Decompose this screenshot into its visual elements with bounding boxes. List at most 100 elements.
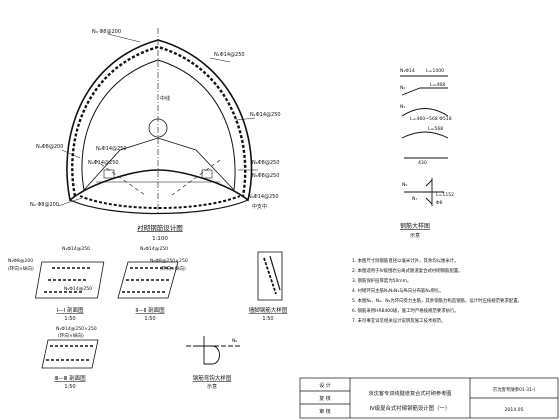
hook-detail-drawing — [186, 336, 240, 365]
title-project: 京沈客专双线隧道复合式衬砌参考图 — [368, 389, 451, 397]
section-2-labels: N₁Φ14@250 N₆Φ8@250×250 (环向×纵向) — [140, 246, 188, 272]
leader-n4-top — [107, 33, 141, 43]
section-2-scale: 1:50 — [144, 316, 155, 322]
note-item-5: 6. 钢筋采用HRB400级，施工时严格按规范要求执行。 — [352, 307, 459, 314]
note-item-1: 2. 本图适用于Ⅳ级围岩分离式隧道复合式衬砌钢筋配置。 — [352, 267, 463, 274]
leader-n4-left — [61, 149, 81, 159]
bar-label-1: N₂ — [400, 85, 405, 91]
label-n4-left: N₄Φ8@200 — [36, 144, 63, 150]
label-n2-left: N₂Φ14@250 — [96, 146, 127, 152]
section-2-caption: Ⅱ—Ⅱ 剖面图 — [135, 306, 165, 314]
bar-label-6: N₇ — [412, 196, 417, 202]
main-section-scale: 1:100 — [152, 236, 168, 242]
edge-detail-drawing — [257, 251, 283, 301]
edge-detail-bar-2 — [269, 255, 281, 291]
bar-label-5: N₅ — [402, 182, 407, 188]
section-2-drawing — [117, 261, 179, 299]
edge-detail-caption: 墙脚钢筋大样图 — [249, 306, 288, 314]
section-2-label-c: (环向×纵向) — [160, 265, 186, 272]
title-review-label: 审 核 — [319, 408, 331, 415]
bar-dim-5: L=1152 — [436, 192, 454, 198]
section-2-label-b: N₆Φ8@250×250 — [150, 258, 188, 264]
hook-detail-note: 示意 — [207, 383, 217, 390]
section-3-scale: 1:50 — [64, 384, 75, 390]
bar-n7-stirrup — [425, 179, 433, 205]
label-n3-right: N₃Φ14@250 — [248, 194, 279, 200]
bar-dim-2: L=460~568 Φ518 — [410, 116, 452, 122]
bar-n3b — [401, 131, 449, 139]
section-1-labels: N₁Φ14@250 N₄Φ8@200 (环向×纵向) N₅Φ14@250 — [8, 246, 92, 292]
label-n6-right2: N₆Φ8@250 — [252, 173, 279, 179]
note-item-0: 1. 本图尺寸除钢筋直径以毫米计外，其余均以厘米计。 — [352, 257, 459, 264]
section-3-label-b: (环向×纵向) — [58, 332, 84, 339]
tunnel-labels: N₄ Φ8@200 N₁Φ14@250 N₁Φ14@250 N₆Φ8@250 N… — [30, 29, 281, 210]
title-design-label: 设 计 — [319, 382, 331, 389]
invert-outline — [69, 199, 249, 215]
section-1-scale: 1:50 — [64, 316, 75, 322]
label-n1-right: N₁Φ14@250 — [250, 112, 281, 118]
edge-detail-outline — [257, 251, 283, 301]
title-date: 2014.05 — [505, 407, 524, 413]
title-block — [299, 377, 559, 419]
section-line-right — [171, 159, 221, 196]
section-1-label-d: (环向×纵向) — [8, 265, 34, 272]
bar-schedule-caption: 钢筋大样图 — [400, 222, 430, 230]
label-axis-mark: 中线 — [160, 95, 170, 102]
note-item-2: 3. 钢筋保护层厚度为50mm。 — [352, 277, 411, 284]
leader-n1-top — [209, 57, 231, 63]
note-item-4: 5. 本图N₁、N₂、N₃为环向受力主筋，其余钢筋为构造钢筋，设计时应按规范要求… — [352, 297, 522, 304]
bar-dim-6: Φ6 — [436, 200, 443, 206]
label-center-mark: 中支中 — [252, 203, 267, 210]
section-3-labels: N₁Φ14@250×250 (环向×纵向) — [56, 326, 97, 339]
drainage-pipe — [148, 118, 168, 138]
drain-box-right — [201, 169, 213, 179]
leader-n4-lower — [57, 197, 83, 207]
section-3-drawing — [41, 339, 99, 369]
section-3-caption: Ⅲ—Ⅲ 剖面图 — [54, 374, 86, 382]
main-section-caption: 衬砌钢筋设计图 — [137, 223, 183, 232]
bar-n3 — [401, 108, 449, 117]
note-item-6: 7. 未尽事宜详见相关设计说明及施工技术规范。 — [352, 317, 445, 324]
rebar-ring — [71, 45, 247, 197]
bar-dim-0: L=1000 — [426, 68, 444, 74]
design-notes: 1. 本图尺寸除钢筋直径以毫米计外，其余均以厘米计。 2. 本图适用于Ⅳ级围岩分… — [352, 257, 522, 324]
bar-dim-4: 430 — [418, 160, 427, 166]
section-2-label-a: N₁Φ14@250 — [140, 246, 168, 252]
bar-label-0: N₁Φ14 — [400, 68, 415, 74]
bar-schedule-note: 示意 — [410, 232, 420, 239]
section-2-outline — [117, 261, 179, 299]
bar-dim-1: L=468 — [430, 82, 445, 88]
label-n4-top: N₄ Φ8@200 — [92, 29, 121, 35]
label-n4-lower: N₄ Φ8@200 — [30, 202, 59, 208]
bar-dim-3: L=568 — [428, 126, 443, 132]
title-drawing-no: 京沈客专隧参01-31-( — [493, 386, 536, 393]
hook-detail-caption: 钢筋弯钩大样图 — [193, 374, 232, 382]
hook-detail-label: N₆ — [232, 338, 237, 344]
note-item-3: 4. 衬砌环向主筋N₁N₂N₃与纵向分布筋N₄绑扎。 — [352, 287, 444, 294]
label-n6-right: N₆Φ8@250 — [252, 160, 279, 166]
hook-detail-bar — [194, 336, 220, 365]
section-1-outline — [34, 261, 105, 299]
section-1-label-a: N₁Φ14@250 — [62, 246, 90, 252]
label-n3-left: N₃Φ14@250 — [88, 160, 119, 166]
title-block-text: 设 计 复 核 审 核 京沈客专双线隧道复合式衬砌参考图 Ⅳ级复合式衬砌钢筋设计… — [319, 382, 535, 415]
label-n1-top: N₁Φ14@250 — [214, 52, 245, 58]
section-1-label-c: N₅Φ14@250 — [64, 286, 92, 292]
lining-inner-outline — [81, 59, 236, 191]
section-1-caption: Ⅰ—Ⅰ 剖面图 — [57, 306, 84, 314]
section-3-outline — [41, 339, 99, 369]
drain-box-left — [103, 169, 115, 179]
bar-n2 — [401, 87, 448, 96]
title-subtitle: Ⅳ级复合式衬砌钢筋设计图（一） — [370, 404, 450, 412]
leader-n1-right — [235, 117, 256, 121]
invert-rebar — [79, 195, 241, 209]
bar-label-2: N₃ — [400, 104, 405, 110]
lining-outer-outline — [66, 39, 253, 202]
edge-detail-bar — [263, 257, 277, 295]
edge-detail-scale: 1:50 — [262, 316, 273, 322]
section-line-left — [94, 159, 146, 196]
tunnel-lining-section — [57, 28, 258, 215]
section-1-drawing — [34, 261, 105, 299]
bar-schedule-labels: N₁Φ14 L=1000 N₂ L=468 N₃ L=460~568 Φ518 … — [400, 68, 454, 206]
